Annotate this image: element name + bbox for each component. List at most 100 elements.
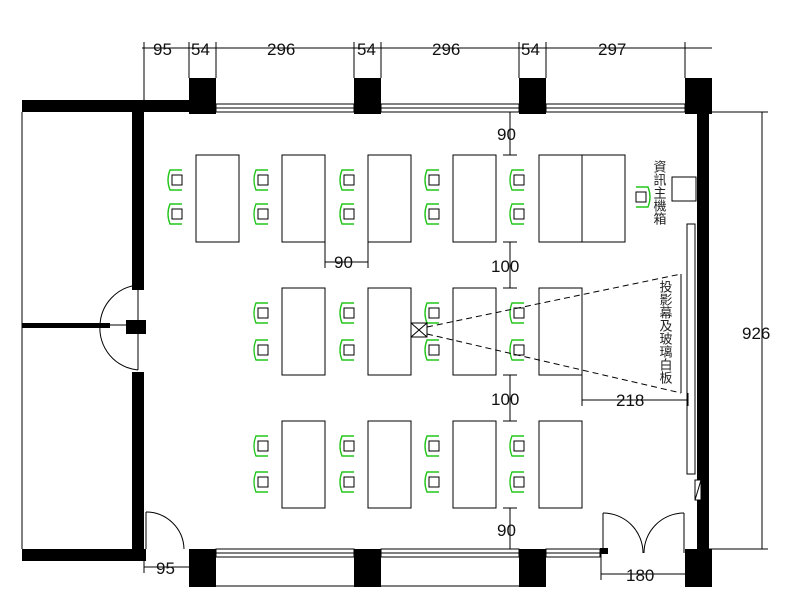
chair-back xyxy=(253,471,268,493)
double-door-swing-left xyxy=(602,512,644,554)
bottom-pillar-1 xyxy=(189,549,216,587)
chair xyxy=(339,302,355,324)
chair xyxy=(339,435,355,457)
chair xyxy=(253,435,269,457)
chair-back xyxy=(424,169,439,191)
desks xyxy=(195,154,626,509)
chair xyxy=(424,169,440,191)
projector xyxy=(410,273,682,394)
dim-bottom-left: 95 xyxy=(156,559,175,578)
chair-back xyxy=(339,302,354,324)
chair-seat xyxy=(428,476,440,488)
chair-seat xyxy=(257,344,269,356)
desk xyxy=(538,420,583,509)
chair-seat xyxy=(257,174,269,186)
chair-back xyxy=(339,471,354,493)
chair-back xyxy=(253,339,268,361)
door-frame-block xyxy=(126,320,146,334)
left-wall-lower xyxy=(132,372,144,552)
chair-back xyxy=(509,203,524,225)
chair xyxy=(339,339,355,361)
chair xyxy=(253,302,269,324)
dim-row-gap-2: 100 xyxy=(491,390,519,409)
dim-top-clearance: 90 xyxy=(497,125,516,144)
projector-cross-b xyxy=(410,322,428,338)
chair-back xyxy=(424,471,439,493)
chair-seat xyxy=(343,344,355,356)
chair-back xyxy=(339,435,354,457)
chair-back xyxy=(253,203,268,225)
chair-back xyxy=(167,203,182,225)
dimension-labels: 95 54 296 54 296 54 297 926 90 90 100 10… xyxy=(153,40,770,585)
projection-ray-bottom xyxy=(426,333,682,394)
chair-back xyxy=(424,203,439,225)
desk xyxy=(195,154,240,243)
chair xyxy=(167,169,183,191)
projection-screen-label: 投影幕及玻璃白板 xyxy=(657,279,673,385)
desk xyxy=(367,420,412,509)
chair-seat xyxy=(343,440,355,452)
chair-back xyxy=(509,435,524,457)
bottom-pillar-4 xyxy=(685,549,712,587)
chair xyxy=(167,203,183,225)
windows xyxy=(215,103,686,587)
desk xyxy=(281,154,326,243)
projection-screen: 投影幕及玻璃白板 xyxy=(657,223,702,501)
chair-seat xyxy=(513,174,525,186)
chair xyxy=(635,186,651,208)
chair xyxy=(509,471,525,493)
chair xyxy=(424,203,440,225)
chair-back xyxy=(424,339,439,361)
dim-top-2: 296 xyxy=(267,40,295,59)
chair-seat xyxy=(513,344,525,356)
chair-seat xyxy=(171,174,183,186)
dim-top-0: 95 xyxy=(153,40,172,59)
chair xyxy=(253,339,269,361)
dim-screen-distance: 218 xyxy=(616,391,644,410)
dim-top-3: 54 xyxy=(357,40,376,59)
bottom-left-wall xyxy=(22,549,146,561)
double-door-swing-right xyxy=(643,512,685,554)
dim-aisle: 90 xyxy=(334,253,353,272)
dim-top-1: 54 xyxy=(191,40,210,59)
chair-seat xyxy=(343,174,355,186)
chair-seat xyxy=(513,440,525,452)
bottom-left-door-swing xyxy=(145,511,185,550)
dim-top-4: 296 xyxy=(432,40,460,59)
corridor-divider-wall xyxy=(22,323,110,328)
chair-back xyxy=(253,302,268,324)
chair-back xyxy=(509,169,524,191)
chair xyxy=(339,169,355,191)
chair-seat xyxy=(513,476,525,488)
chair-seat xyxy=(343,208,355,220)
chair xyxy=(509,169,525,191)
bottom-wall-stub xyxy=(600,548,608,554)
top-pillar-3 xyxy=(519,78,546,114)
chair-seat xyxy=(257,476,269,488)
chair-back xyxy=(339,339,354,361)
chair-seat xyxy=(343,476,355,488)
chair-back xyxy=(636,186,651,208)
desk xyxy=(452,154,497,243)
desk xyxy=(367,287,412,376)
chair xyxy=(424,302,440,324)
chair-back xyxy=(339,203,354,225)
chair-back xyxy=(509,302,524,324)
chair-seat xyxy=(513,208,525,220)
chair-seat xyxy=(428,174,440,186)
chair-seat xyxy=(171,208,183,220)
chair-seat xyxy=(428,440,440,452)
bottom-pillar-3 xyxy=(519,549,546,587)
chair xyxy=(509,339,525,361)
chair xyxy=(339,203,355,225)
top-pillar-2 xyxy=(354,78,381,114)
projection-ray-top xyxy=(426,273,682,328)
chairs xyxy=(167,169,651,493)
dim-door-width: 180 xyxy=(626,566,654,585)
desk xyxy=(281,420,326,509)
right-wall xyxy=(697,112,709,552)
desk xyxy=(281,287,326,376)
chair xyxy=(253,169,269,191)
top-pillar-4 xyxy=(685,78,712,114)
